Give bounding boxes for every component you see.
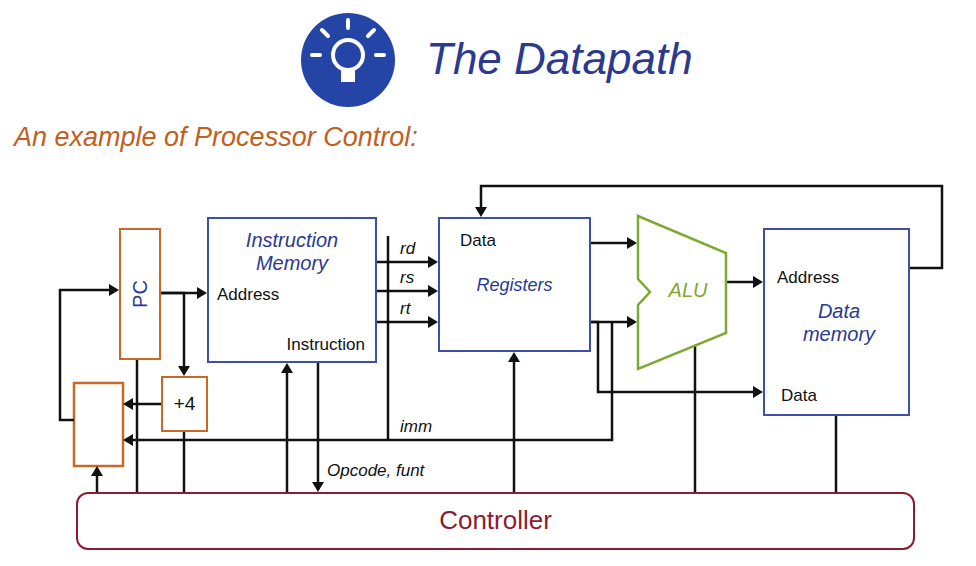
- connector: [137, 360, 138, 492]
- bulb-base: [341, 70, 355, 82]
- controller-bar: Controller: [76, 492, 915, 550]
- adder-box: +4: [161, 376, 208, 432]
- instruction-bus: [387, 236, 390, 440]
- block-title: Instruction Memory: [217, 229, 367, 275]
- arrow-head: [753, 386, 763, 398]
- icon-disc: [301, 13, 395, 107]
- signal-name: rs: [398, 268, 416, 288]
- connector-line: [317, 363, 320, 482]
- arrow-head: [197, 287, 207, 299]
- connector: [695, 345, 696, 492]
- connector-line: [377, 321, 428, 324]
- arrow-head: [123, 434, 133, 446]
- signal-name: rd: [398, 239, 417, 259]
- arrow-head: [91, 466, 103, 476]
- connector: [836, 416, 837, 492]
- connector: [727, 276, 763, 288]
- register-file: DataRegisters: [438, 217, 591, 352]
- connector-line: [136, 360, 139, 492]
- connector-line: [513, 362, 516, 492]
- connector-line: [377, 290, 428, 293]
- mux-to-pc: [60, 290, 109, 420]
- subtitle: An example of Processor Control:: [14, 122, 418, 153]
- memory-block: Instruction MemoryAddressInstruction: [207, 217, 377, 363]
- mux-box: [74, 383, 123, 466]
- arrow-head: [627, 237, 637, 249]
- connector-line: [591, 242, 627, 245]
- connector: [161, 293, 190, 376]
- arrow-head: [627, 316, 637, 328]
- connector-line: [183, 432, 186, 492]
- connector-line: [727, 281, 753, 284]
- controller-to-mux: [96, 476, 99, 492]
- alu-trapezoid: [638, 216, 726, 369]
- signal-name: Opcode, funt: [325, 461, 426, 481]
- connector-line: [694, 345, 697, 492]
- connector: [508, 352, 520, 492]
- adder-label: +4: [174, 393, 196, 415]
- port-name: Instruction: [287, 335, 365, 355]
- connector: [591, 237, 637, 249]
- arrow-head: [178, 366, 190, 376]
- connector: [281, 363, 293, 492]
- port-name: Address: [217, 285, 279, 305]
- connector-line: [835, 416, 838, 492]
- port-name: Data: [781, 386, 817, 406]
- arrow-head: [281, 363, 293, 373]
- diagram-title: The Datapath: [426, 34, 693, 85]
- arrow-head: [475, 207, 487, 217]
- connector-line: [161, 293, 184, 366]
- pc-register: PC: [119, 228, 161, 360]
- connector-line: [377, 261, 428, 264]
- arrow-head: [428, 285, 438, 297]
- register-name: PC: [129, 280, 152, 308]
- block-title: Controller: [439, 506, 552, 536]
- signal-name: rt: [398, 299, 412, 319]
- signal-name: imm: [398, 417, 434, 437]
- arrow-head: [428, 316, 438, 328]
- connector: [312, 363, 324, 492]
- alu-label: ALU: [655, 279, 721, 302]
- bulb-glass: [333, 40, 363, 70]
- arrow-head: [109, 284, 119, 296]
- port-name: Address: [777, 268, 839, 288]
- arrow-head: [753, 276, 763, 288]
- arrow-head: [123, 398, 133, 410]
- block-title: Data memory: [787, 300, 891, 346]
- arrow-head: [508, 352, 520, 362]
- arrow-head: [312, 482, 324, 492]
- alu-shape: ALU: [637, 215, 727, 370]
- lightbulb-icon: [301, 13, 395, 107]
- memory-block: AddressData memoryData: [763, 228, 910, 416]
- connector: [184, 432, 185, 492]
- bulb-rays: [312, 20, 384, 55]
- block-title: Registers: [440, 275, 589, 296]
- arrow-head: [428, 256, 438, 268]
- port-name: Data: [460, 231, 496, 251]
- connector-line: [286, 373, 289, 492]
